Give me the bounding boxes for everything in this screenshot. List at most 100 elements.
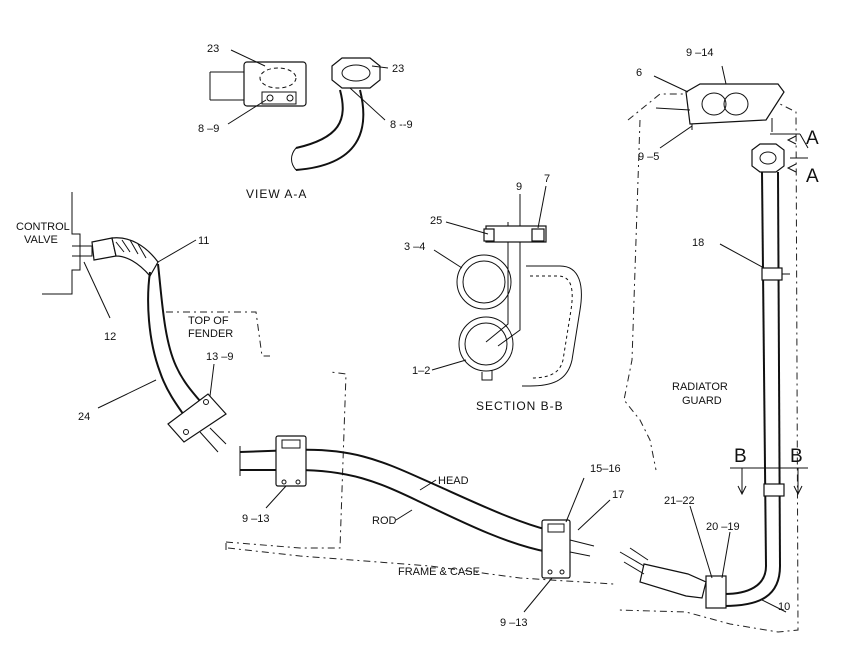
section-a-top: A (806, 128, 819, 149)
elbow-10-outer (723, 565, 781, 607)
section-b-arrow-left (737, 468, 747, 496)
label-top-of: TOP OF (188, 315, 229, 327)
section-b-right: B (790, 446, 803, 467)
leader-20-19 (721, 531, 731, 579)
callout-17: 17 (612, 489, 624, 501)
section-a-arrow-2 (786, 163, 797, 173)
callout-11: 11 (198, 235, 209, 247)
clamp-13-9-bolt2 (183, 429, 189, 435)
radiator-group: RADIATOR GUARD 9 –14 6 9 –5 A A 18 B (617, 47, 819, 633)
clamp-left-top (281, 439, 301, 449)
leader-17 (577, 499, 611, 531)
clamp-right-body (541, 519, 571, 579)
hose-24-b (157, 263, 207, 409)
section-clamp-bottom-outer (458, 316, 514, 372)
callout-7: 7 (544, 173, 550, 185)
section-nut (531, 228, 545, 242)
radiator-guard-inner (623, 119, 657, 471)
clamp-right-bolt (547, 569, 553, 575)
section-clamp-top-outer (456, 254, 512, 310)
callout-15-16: 15–16 (590, 463, 621, 475)
callout-9-14: 9 –14 (686, 47, 714, 59)
leader-18 (719, 243, 765, 269)
hose-24-a (147, 271, 187, 419)
callout-23a: 23 (207, 43, 219, 55)
leader-9-13-right (523, 577, 553, 613)
label-radiator: RADIATOR (672, 381, 728, 393)
label-guard: GUARD (682, 395, 722, 407)
callout-10: 10 (778, 601, 790, 613)
callout-9-13-left: 9 –13 (242, 513, 270, 525)
label-head: HEAD (438, 475, 469, 487)
leader-rod (395, 509, 413, 521)
leader-9-5 (659, 125, 693, 149)
fitting-6-port-left (701, 92, 727, 116)
callout-1-2-section: 1–2 (412, 365, 430, 377)
clamp-left-bolt (281, 479, 287, 485)
label-fender: FENDER (188, 328, 233, 340)
callout-23b: 23 (392, 63, 404, 75)
frame-case-line (227, 547, 615, 585)
tube-18-clamp (761, 267, 783, 281)
clamp-right-bolt2 (559, 569, 565, 575)
leader-24 (97, 379, 157, 409)
control-valve-group: CONTROL VALVE 11 12 (16, 192, 209, 343)
section-b-arrow-right (793, 468, 803, 496)
view-aa-group: 23 23 8 –9 8 --9 VIEW A-A (198, 43, 413, 201)
label-frame-case: FRAME & CASE (398, 566, 480, 578)
section-a-bottom: A (806, 166, 819, 187)
fitting-6-port-right (723, 92, 749, 116)
view-aa-bolt-left (266, 94, 274, 102)
hose-end-lower-lines (619, 547, 649, 575)
fitting-6-body (685, 83, 785, 125)
callout-24: 24 (78, 411, 90, 423)
tube-b-clamp (763, 483, 785, 497)
section-frame-inner (529, 275, 573, 379)
leader-11 (157, 239, 197, 263)
section-clamp-top-inner (462, 260, 506, 304)
callout-8-9a: 8 –9 (198, 123, 219, 135)
callout-20-19: 20 –19 (706, 521, 740, 533)
leader-21-22 (689, 505, 713, 579)
clamp-right-top (547, 523, 565, 533)
callout-9-5: 9 –5 (638, 151, 659, 163)
callout-12: 12 (104, 331, 116, 343)
leader-15-16 (565, 477, 585, 523)
leader-1-2 (431, 359, 467, 371)
clamp-13-9-bolt (203, 399, 209, 405)
view-aa-flange (331, 57, 381, 89)
callout-9: 9 (516, 181, 522, 193)
section-frame-outline (522, 265, 582, 387)
view-aa-clamp (261, 91, 297, 105)
section-bolt-head (483, 228, 495, 242)
fitting-21-22 (705, 575, 727, 609)
control-valve-outline (42, 192, 81, 295)
fitting-6-feet (691, 118, 773, 132)
view-aa-title: VIEW A-A (246, 187, 307, 201)
tube-18-right (777, 171, 781, 567)
clamp-13-9-outlets (199, 427, 227, 453)
leader-25 (445, 221, 489, 235)
fitting-6-stub (655, 107, 691, 111)
leader-10 (761, 599, 787, 613)
view-aa-bolt-right (286, 94, 294, 102)
section-bb-group: 9 7 25 3 –4 1–2 SECTION B-B (404, 173, 582, 413)
leader-7 (537, 185, 547, 229)
callout-6: 6 (636, 67, 642, 79)
leader-13-9 (209, 363, 215, 397)
hose-head (239, 448, 549, 531)
hose-end-lower (639, 563, 707, 599)
clamp-13-9: 13 –9 (167, 351, 234, 453)
leader-23b (371, 65, 389, 69)
tube-top-flange (751, 143, 785, 173)
leader-6 (653, 75, 689, 93)
leader-9-14 (721, 65, 727, 85)
view-aa-elbow-end (291, 147, 297, 171)
clamp-9-13-left: 9 –13 (242, 435, 307, 525)
clamp-right-outlets (569, 539, 595, 557)
view-aa-elbow (295, 89, 365, 171)
label-rod: ROD (372, 515, 397, 527)
section-clamp-tab (481, 370, 493, 381)
